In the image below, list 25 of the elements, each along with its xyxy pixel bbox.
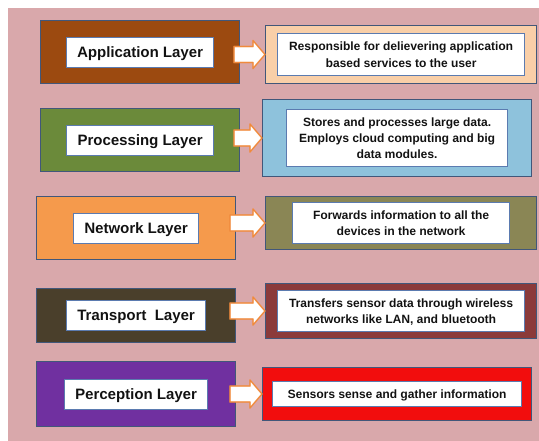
layer-box (40, 20, 240, 84)
layer-label: Perception Layer (64, 378, 208, 410)
block-arrow (229, 208, 266, 238)
block-arrow (229, 379, 263, 409)
description-box (265, 196, 537, 250)
layer-label: Processing Layer (66, 124, 214, 156)
layer-label: Application Layer (66, 36, 214, 68)
layer-label: Transport Layer (66, 300, 206, 331)
description-text: Stores and processes large data. Employs cloud computing and big data modules. (286, 108, 508, 168)
layer-box (36, 288, 236, 343)
description-box (262, 367, 532, 421)
description-text: Forwards information to all the devices in the network (292, 202, 510, 244)
description-box (265, 25, 537, 84)
layer-label: Network Layer (73, 212, 199, 244)
description-text: Sensors sense and gather information (272, 380, 522, 408)
block-arrow (233, 123, 263, 153)
layer-box (36, 361, 236, 427)
description-text: Responsible for delievering application based services to the user (277, 33, 525, 76)
layer-box (36, 196, 236, 260)
description-box (262, 99, 532, 177)
block-arrow (229, 296, 266, 326)
description-text: Transfers sensor data through wireless networks like LAN, and bluetooth (277, 290, 525, 332)
block-arrow (233, 40, 266, 70)
layer-box (40, 108, 240, 172)
description-box (265, 283, 537, 339)
